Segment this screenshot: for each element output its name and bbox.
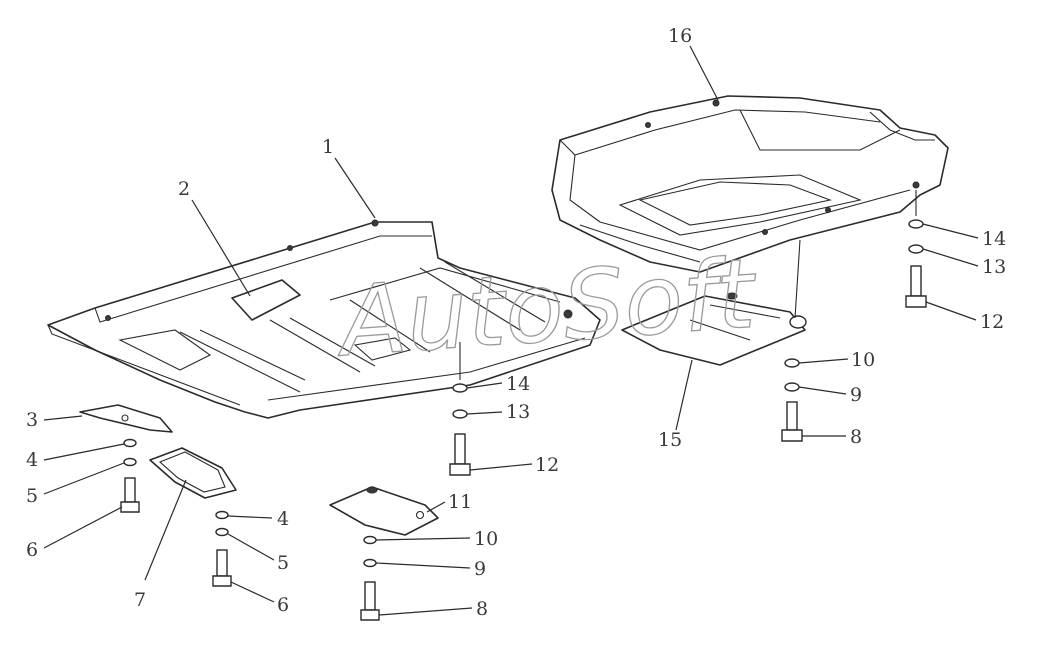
plate-part-7 bbox=[149, 447, 237, 499]
callout-1: 1 bbox=[322, 136, 334, 158]
callout-14-front: 14 bbox=[506, 373, 530, 395]
callout-9-upper: 9 bbox=[850, 384, 862, 406]
hardware-stack-front bbox=[449, 342, 471, 476]
callout-13-rear: 13 bbox=[982, 256, 1006, 278]
callout-7: 7 bbox=[134, 589, 146, 611]
callout-8-lower: 8 bbox=[476, 598, 488, 620]
callout-10-upper: 10 bbox=[851, 349, 875, 371]
rear-skid-plate bbox=[551, 95, 949, 273]
callout-6-right: 6 bbox=[277, 594, 289, 616]
hardware-stack-left bbox=[120, 438, 140, 513]
callout-16: 16 bbox=[668, 25, 692, 47]
callout-5-left: 5 bbox=[26, 485, 38, 507]
callout-2: 2 bbox=[178, 178, 190, 200]
bracket-part-3 bbox=[79, 404, 173, 433]
callout-14-rear: 14 bbox=[982, 228, 1006, 250]
callout-9-lower: 9 bbox=[474, 558, 486, 580]
callout-4-right: 4 bbox=[277, 508, 289, 530]
hardware-stack-rear bbox=[905, 190, 927, 308]
callout-8-upper: 8 bbox=[850, 426, 862, 448]
callout-15: 15 bbox=[658, 429, 682, 451]
callout-11: 11 bbox=[448, 491, 472, 513]
hardware-stack-plate7 bbox=[212, 510, 232, 587]
callout-13-front: 13 bbox=[506, 401, 530, 423]
front-skid-plate bbox=[47, 219, 601, 419]
hardware-stack-plate11 bbox=[360, 535, 380, 621]
callout-6-left: 6 bbox=[26, 539, 38, 561]
callout-12-rear: 12 bbox=[980, 311, 1004, 333]
callout-4-left: 4 bbox=[26, 449, 38, 471]
access-plate-part-11 bbox=[329, 486, 439, 536]
callout-10-lower: 10 bbox=[474, 528, 498, 550]
callout-labels: 1 2 3 4 5 6 7 4 5 6 10 9 8 11 14 13 12 1… bbox=[26, 25, 1006, 620]
callout-12-front: 12 bbox=[535, 454, 559, 476]
hardware-stack-plate15 bbox=[781, 239, 803, 442]
leader-lines bbox=[43, 45, 979, 616]
callout-5-right: 5 bbox=[277, 552, 289, 574]
access-plate-part-15 bbox=[621, 292, 807, 366]
callout-3: 3 bbox=[26, 409, 38, 431]
